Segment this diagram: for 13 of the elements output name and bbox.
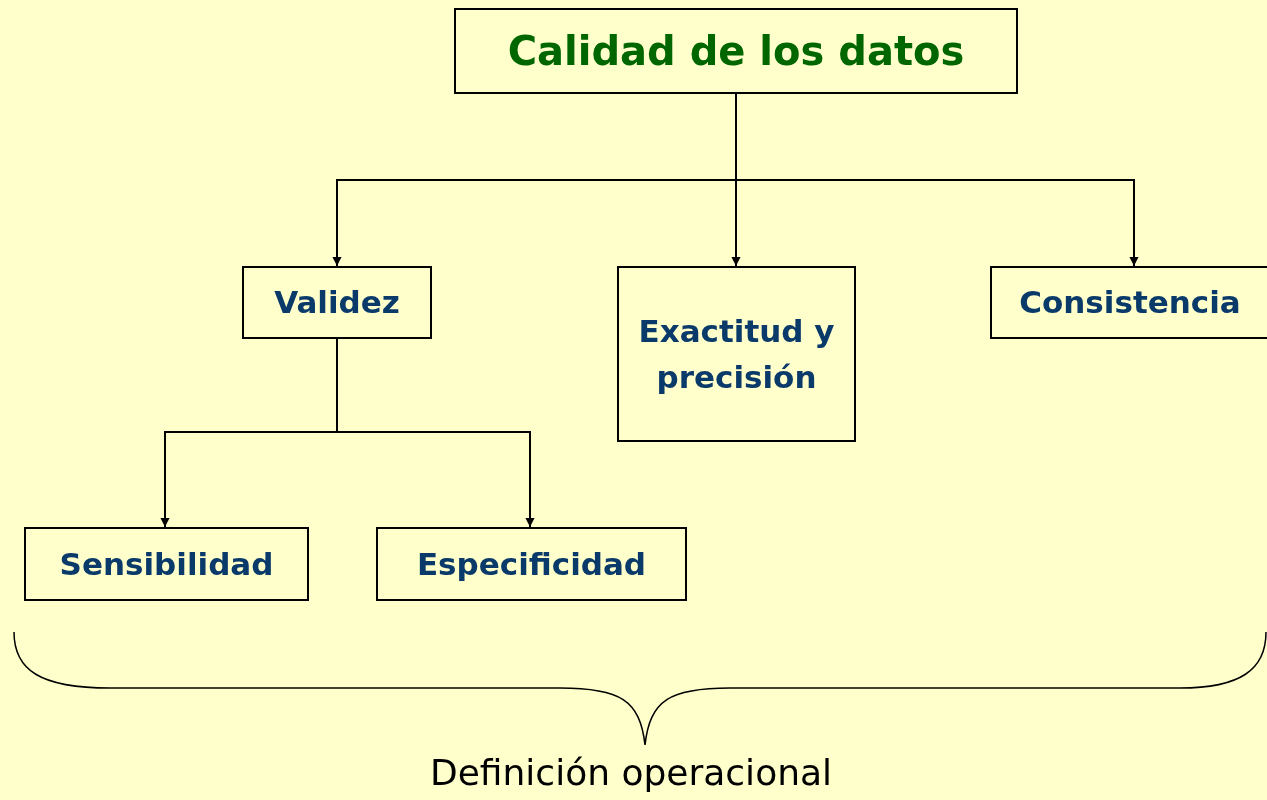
node-text: Validez [274,283,400,323]
brace-label: Definición operacional [430,752,833,793]
node-text: Consistencia [1019,283,1241,323]
concept-box [376,527,687,601]
node-text: Exactitud y precisión [637,311,836,397]
node-text: Sensibilidad [59,544,274,584]
concept-box [617,266,856,442]
title-box [454,8,1018,94]
concept-box [24,527,309,601]
node-text: Calidad de los datos [507,27,965,76]
concept-box [990,266,1267,339]
concept-box [242,266,432,339]
node-text: Especificidad [416,544,647,584]
